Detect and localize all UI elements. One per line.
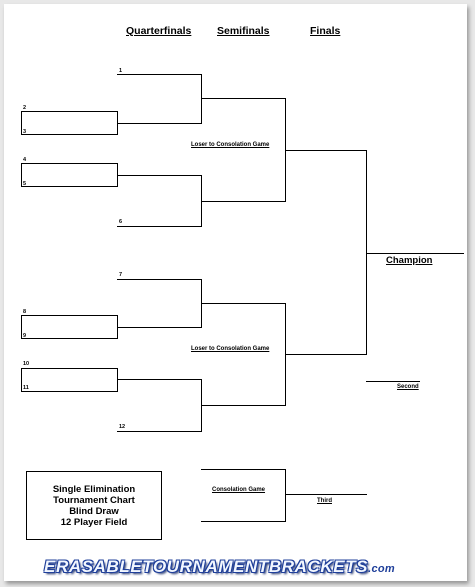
seed-5: 5 bbox=[23, 181, 27, 187]
header-semifinals: Semifinals bbox=[217, 25, 270, 37]
seed-12: 12 bbox=[119, 424, 126, 430]
connector-qf1 bbox=[201, 74, 202, 124]
winner-line-10-11[interactable] bbox=[117, 379, 201, 380]
match-box-10-11[interactable] bbox=[21, 368, 118, 392]
consolation-game-label: Consolation Game bbox=[212, 487, 266, 493]
winner-line-8-9[interactable] bbox=[117, 327, 201, 328]
winner-line-qf3[interactable] bbox=[201, 303, 286, 304]
info-line-3: Blind Draw bbox=[69, 505, 119, 517]
slot-seed-1[interactable] bbox=[117, 74, 202, 75]
seed-3: 3 bbox=[23, 129, 27, 135]
seed-1: 1 bbox=[119, 68, 123, 74]
loser-consolation-label-bottom: Loser to Consolation Game bbox=[191, 346, 270, 352]
consolation-slot-top[interactable] bbox=[201, 469, 285, 470]
match-box-2-3[interactable] bbox=[21, 111, 118, 135]
header-finals: Finals bbox=[310, 25, 341, 37]
info-line-1: Single Elimination bbox=[52, 483, 136, 495]
bracket-sheet: Quarterfinals Semifinals Finals 1 2 3 4 … bbox=[4, 4, 467, 581]
match-box-8-9[interactable] bbox=[21, 315, 118, 339]
loser-consolation-label-top: Loser to Consolation Game bbox=[191, 142, 270, 148]
seed-8: 8 bbox=[23, 309, 27, 315]
third-line[interactable] bbox=[285, 494, 367, 495]
header-quarterfinals: Quarterfinals bbox=[126, 25, 192, 37]
winner-line-sf2[interactable] bbox=[285, 354, 367, 355]
seed-9: 9 bbox=[23, 333, 27, 339]
champion-line[interactable] bbox=[366, 253, 464, 254]
winner-line-qf1[interactable] bbox=[201, 98, 286, 99]
champion-label: Champion bbox=[386, 255, 433, 266]
winner-line-4-5[interactable] bbox=[117, 175, 201, 176]
winner-line-qf4[interactable] bbox=[201, 405, 286, 406]
seed-7: 7 bbox=[119, 272, 123, 278]
info-line-4: 12 Player Field bbox=[60, 516, 128, 528]
third-label: Third bbox=[317, 498, 332, 504]
bracket-info-box: Single Elimination Tournament Chart Blin… bbox=[26, 471, 162, 540]
connector-consolation bbox=[285, 469, 286, 522]
brand-name: ERASABLETOURNAMENTBRACKETS bbox=[44, 557, 369, 576]
match-box-4-5[interactable] bbox=[21, 163, 118, 187]
seed-10: 10 bbox=[23, 361, 30, 367]
second-label: Second bbox=[397, 384, 419, 390]
brand-logo: ERASABLETOURNAMENTBRACKETS.com bbox=[44, 557, 444, 577]
brand-suffix: .com bbox=[368, 563, 395, 575]
info-line-2: Tournament Chart bbox=[53, 494, 135, 506]
seed-6: 6 bbox=[119, 219, 123, 225]
consolation-slot-bottom[interactable] bbox=[201, 521, 285, 522]
slot-seed-7[interactable] bbox=[117, 279, 202, 280]
second-line[interactable] bbox=[366, 381, 420, 382]
winner-line-qf2[interactable] bbox=[201, 201, 286, 202]
winner-line-2-3[interactable] bbox=[117, 123, 201, 124]
winner-line-sf1[interactable] bbox=[285, 150, 367, 151]
seed-11: 11 bbox=[23, 385, 29, 391]
seed-4: 4 bbox=[23, 157, 27, 163]
slot-seed-6[interactable] bbox=[117, 226, 202, 227]
slot-seed-12[interactable] bbox=[117, 431, 202, 432]
seed-2: 2 bbox=[23, 105, 27, 111]
connector-final bbox=[366, 150, 367, 355]
